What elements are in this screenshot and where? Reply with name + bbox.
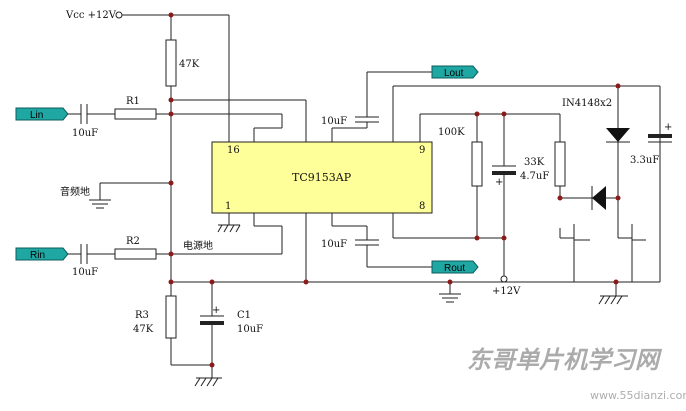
ic-pin9: 9 xyxy=(419,145,425,156)
resistor-47k-top: 47K xyxy=(165,39,200,87)
r1-label: R1 xyxy=(126,96,140,107)
r3-value: 47K xyxy=(133,324,154,335)
switch-right xyxy=(617,224,646,252)
c47-plus: + xyxy=(495,177,503,188)
c-top-mid-value: 10uF xyxy=(321,116,347,127)
port-rin-label: Rin xyxy=(30,250,45,261)
port-lin: Lin xyxy=(15,107,69,121)
c-rin-value: 10uF xyxy=(72,267,98,278)
c33-plus: + xyxy=(664,122,672,133)
port-rout: Rout xyxy=(431,260,479,274)
resistor-r1: R1 xyxy=(114,96,157,120)
c33-value: 3.3uF xyxy=(630,155,659,166)
capacitor-lin: 10uF xyxy=(72,104,98,139)
ic-pin16: 16 xyxy=(227,145,240,156)
capacitor-3-3uf: + 3.3uF xyxy=(630,122,672,166)
c-lin-value: 10uF xyxy=(72,128,98,139)
vcc-supply: Vcc +12V xyxy=(65,10,230,142)
r2-label: R2 xyxy=(126,236,140,247)
r-top-value: 47K xyxy=(179,59,200,70)
ground-pin1 xyxy=(217,224,241,233)
capacitor-4-7uf: + 33K 4.7uF xyxy=(492,114,549,188)
ground-bottom xyxy=(194,377,222,387)
r100k-value: 100K xyxy=(438,127,465,138)
c1-label: C1 xyxy=(237,310,251,321)
junction-dots xyxy=(168,12,621,368)
watermark-url: www.55dianzi.com xyxy=(590,389,686,402)
vcc-terminal xyxy=(115,11,123,19)
ic-tc9153ap: TC9153AP 16 9 1 8 xyxy=(211,141,433,214)
c1-value: 10uF xyxy=(237,324,263,335)
watermark-brand: 东哥单片机学习网 xyxy=(467,346,663,374)
port-lin-label: Lin xyxy=(30,110,43,121)
port-lout: Lout xyxy=(431,65,479,79)
diode-vertical xyxy=(606,128,630,143)
audio-ground-label: 音频地 xyxy=(60,185,90,198)
c47-value: 4.7uF xyxy=(520,171,549,182)
r33k-value: 33K xyxy=(524,157,545,168)
resistor-r3: R3 47K xyxy=(133,295,177,339)
watermark: 东哥单片机学习网 www.55dianzi.com xyxy=(467,346,686,402)
power-ground-label: 电源地 xyxy=(183,239,213,252)
capacitor-top-mid: 10uF xyxy=(321,116,379,127)
port-lout-label: Lout xyxy=(444,68,464,79)
ic-name: TC9153AP xyxy=(292,171,352,184)
plus12-label: +12V xyxy=(492,286,521,297)
ground-power xyxy=(439,293,461,303)
diodes-label: IN4148x2 xyxy=(562,98,612,109)
resistor-r2: R2 xyxy=(114,236,157,260)
ic-pin1: 1 xyxy=(225,201,231,212)
vcc-label: Vcc +12V xyxy=(65,10,117,21)
diode-horizontal xyxy=(591,186,606,210)
ground-audio xyxy=(89,199,111,209)
port-rin: Rin xyxy=(15,247,69,261)
port-rout-label: Rout xyxy=(444,263,465,274)
c1-plus: + xyxy=(212,305,220,316)
capacitor-c1: + C1 10uF xyxy=(200,305,263,335)
c-bot-mid-value: 10uF xyxy=(321,239,347,250)
capacitor-rin: 10uF xyxy=(72,244,98,278)
plus12-terminal xyxy=(500,275,508,283)
capacitor-bottom-mid: 10uF xyxy=(321,239,379,250)
resistor-100k: 100K xyxy=(438,114,483,187)
r3-label: R3 xyxy=(135,310,149,321)
ic-pin8: 8 xyxy=(419,201,425,212)
ground-right xyxy=(598,295,628,305)
resistor-33k xyxy=(554,114,566,187)
switch-left xyxy=(559,224,590,252)
